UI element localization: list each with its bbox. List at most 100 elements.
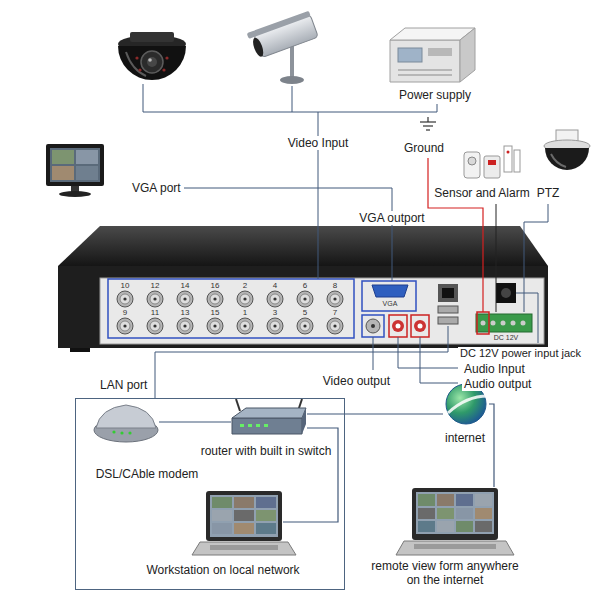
dome-camera (147, 57, 157, 67)
dvr-recorder (70, 348, 90, 352)
bullet-camera (280, 76, 304, 84)
remote-laptop (456, 508, 473, 519)
sensor-and-alarm (464, 146, 520, 178)
callout-label: Audio output (462, 377, 533, 391)
dvr-recorder (297, 318, 313, 334)
leader-lines (516, 293, 538, 343)
workstation-laptop (256, 523, 276, 534)
port-name: VGA (383, 300, 398, 308)
dvr-recorder (521, 321, 526, 326)
dvr-recorder (371, 324, 375, 328)
dvr-recorder (237, 291, 253, 307)
dvr-recorder (58, 266, 548, 348)
callout-label: VGA outport (357, 211, 426, 225)
workstation-laptop (192, 491, 296, 555)
network-link (489, 404, 494, 487)
leader-lines (155, 326, 448, 398)
router-icon (232, 418, 302, 434)
dvr-recorder (147, 291, 163, 307)
router-icon (240, 424, 244, 427)
sensor-and-alarm (507, 151, 510, 154)
dome-camera (118, 46, 186, 80)
remote-laptop (418, 521, 435, 532)
port-number: 12 (151, 281, 160, 290)
node-caption: remote view form anywhere on the interne… (365, 559, 525, 587)
port-number: 16 (211, 281, 220, 290)
node-caption: internet (443, 431, 487, 445)
workstation-laptop (256, 497, 276, 508)
router-icon (232, 399, 306, 434)
modem-icon (112, 430, 115, 433)
network-link (159, 421, 231, 422)
dvr-recorder (389, 315, 407, 337)
power-supply-box (390, 28, 475, 82)
workstation-laptop (210, 495, 278, 537)
router-icon (248, 424, 252, 427)
dvr-recorder (438, 306, 458, 313)
callout-label: Ground (402, 141, 446, 155)
port-number: 10 (121, 281, 130, 290)
dvr-recorder (491, 321, 496, 326)
callout-label: Audio Input (462, 362, 527, 376)
workstation-laptop (206, 491, 282, 541)
remote-laptop (418, 508, 435, 519)
dvr-recorder (366, 319, 380, 333)
port-number: 5 (303, 308, 307, 317)
device-node: remote view form anywhere on the interne… (410, 487, 500, 555)
monitor (52, 166, 74, 180)
dvr-recorder (207, 318, 223, 334)
dvr-recorder (501, 288, 511, 298)
callout-label: Video output (321, 374, 392, 388)
dome-camera (148, 58, 152, 62)
remote-laptop (396, 488, 514, 555)
dvr-recorder (476, 314, 532, 332)
dvr-recorder (58, 226, 548, 352)
dvr-recorder (207, 291, 223, 307)
workstation-laptop (192, 542, 296, 555)
workstation-laptop (212, 497, 232, 508)
workstation-laptop (256, 510, 276, 521)
leader-lines (143, 84, 437, 279)
ground-symbol (426, 129, 430, 130)
remote-laptop (456, 521, 473, 532)
router-icon (264, 424, 268, 427)
bullet-camera (290, 46, 294, 78)
port-number: 6 (303, 281, 307, 290)
dvr-recorder (147, 318, 163, 334)
port-number: 13 (181, 308, 190, 317)
dvr-recorder (117, 291, 133, 307)
workstation-laptop (212, 510, 232, 521)
dvr-recorder (414, 320, 426, 332)
bullet-camera (247, 11, 319, 60)
dvr-recorder (327, 291, 343, 307)
port-number: 2 (243, 281, 247, 290)
sensor-and-alarm (514, 150, 520, 172)
ground-symbol (420, 117, 436, 130)
remote-laptop (396, 541, 514, 555)
power-supply-box (428, 48, 452, 56)
remote-laptop (418, 494, 435, 506)
remote-laptop (414, 544, 496, 549)
monitor (46, 144, 104, 186)
network-region: LAN portDSL/CAble modemrouter with built… (75, 398, 345, 590)
power-supply-box (398, 48, 422, 62)
port-number: 14 (181, 281, 190, 290)
dvr-recorder (418, 324, 423, 329)
port-number: 11 (151, 308, 159, 317)
workstation-laptop (234, 497, 254, 508)
network-link (307, 413, 443, 414)
monitor (76, 150, 98, 164)
dvr-recorder (108, 279, 354, 338)
dvr-recorder (267, 291, 283, 307)
workstation-laptop (212, 523, 232, 534)
leader-lines (496, 204, 497, 312)
dvr-recorder (501, 321, 506, 326)
dome-camera (141, 51, 163, 73)
router-icon (302, 408, 306, 434)
remote-laptop (412, 488, 498, 540)
modem-icon (94, 405, 158, 442)
workstation-laptop (210, 545, 278, 550)
leader-lines (524, 204, 548, 312)
dvr-recorder (438, 284, 458, 302)
